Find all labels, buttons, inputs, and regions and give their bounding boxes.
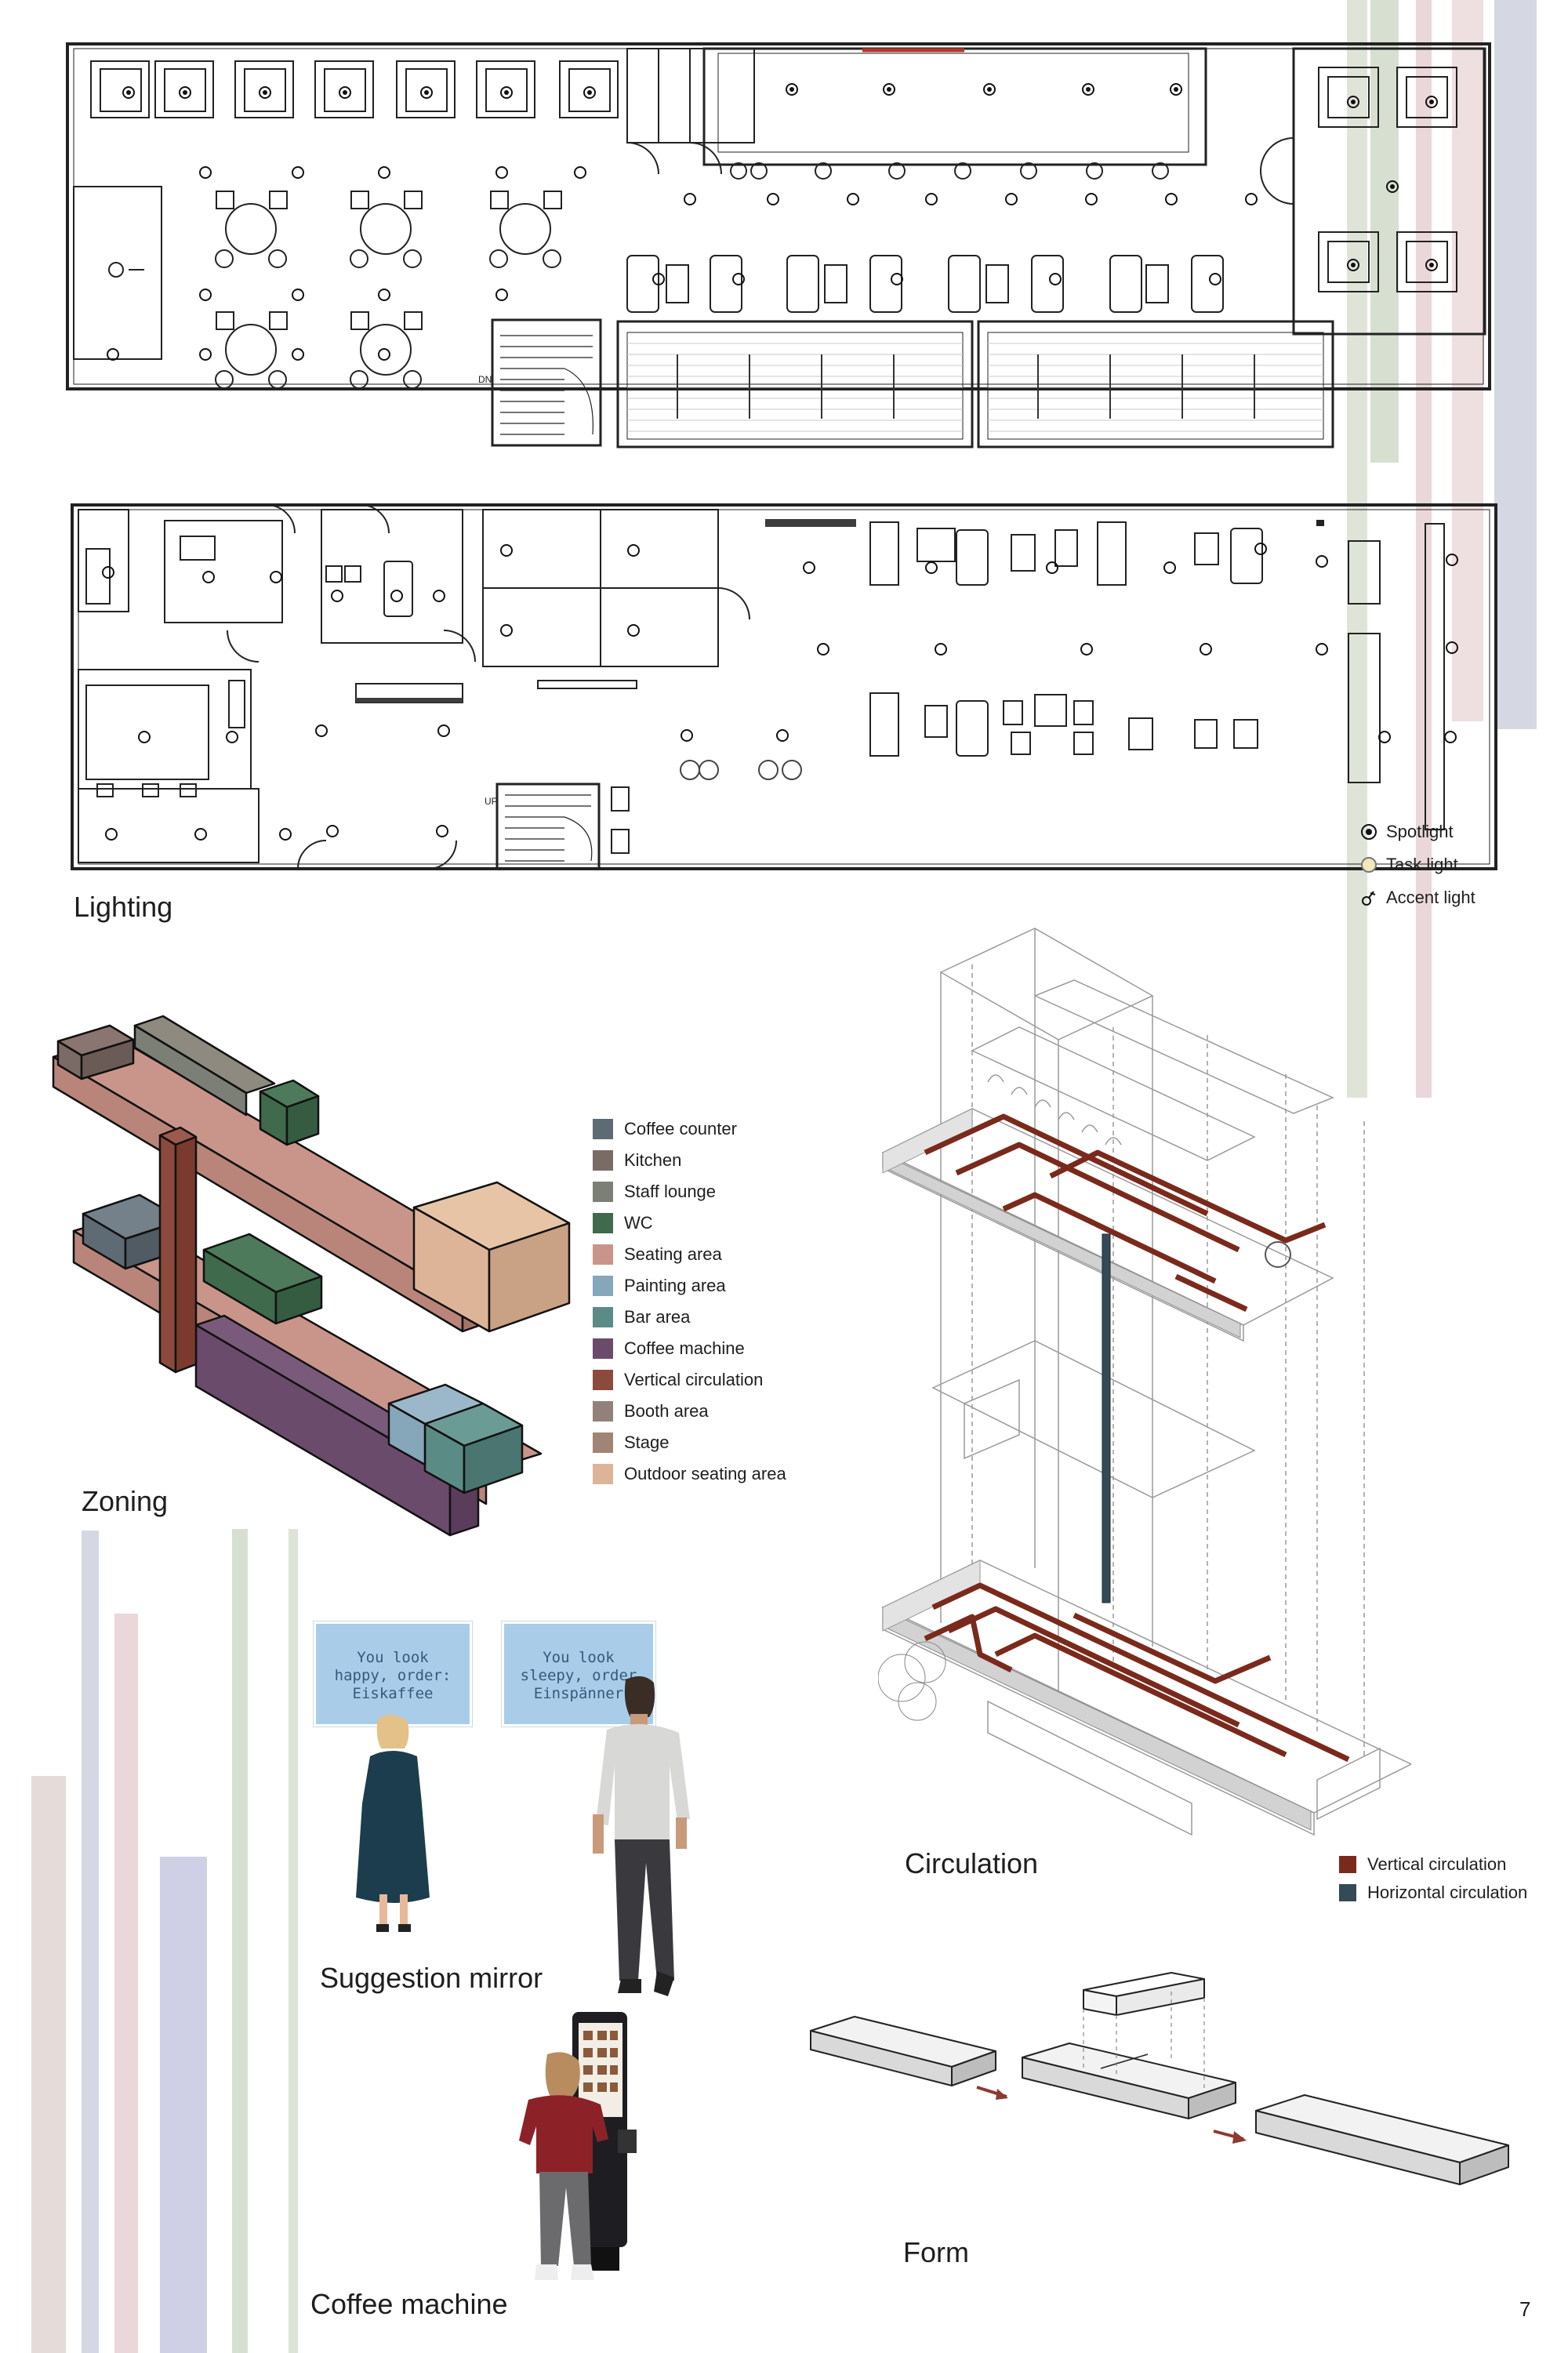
zoning-legend-label: Vertical circulation — [624, 1370, 764, 1389]
zoning-legend-item: Staff lounge — [593, 1176, 786, 1207]
zoning-swatch — [593, 1338, 613, 1359]
arrow-icon — [976, 2086, 1008, 2100]
zoning-swatch — [593, 1182, 613, 1202]
zoning-title: Zoning — [82, 1485, 169, 1517]
stripe — [1494, 0, 1537, 729]
zoning-legend-label: Seating area — [624, 1244, 722, 1264]
circulation-legend-item: Vertical circulation — [1339, 1850, 1527, 1879]
zoning-legend-label: Kitchen — [624, 1150, 682, 1170]
zoning-swatch — [593, 1370, 613, 1390]
stripe — [82, 1531, 99, 2353]
stripe — [114, 1614, 138, 2353]
zoning-legend-label: Staff lounge — [624, 1182, 717, 1201]
woman-figure — [356, 1714, 430, 1932]
spotlight-icon — [1361, 824, 1377, 840]
suggestion-mirror-panel: You look happy, order: Eiskaffee — [314, 1621, 472, 1727]
stair-label-up: UP — [485, 796, 498, 807]
stripe — [1416, 0, 1432, 1098]
stripe — [289, 1529, 298, 2353]
zoning-legend-label: WC — [624, 1213, 653, 1233]
zoning-legend-label: Stage — [624, 1432, 670, 1452]
stripe — [31, 1776, 66, 2353]
zoning-legend-item: Booth area — [593, 1396, 786, 1427]
zoning-swatch — [593, 1244, 613, 1265]
lighting-legend-label: Spotlight — [1386, 822, 1454, 841]
zoning-legend-item: Stage — [593, 1427, 786, 1458]
customer-figure — [519, 2052, 608, 2280]
stripe — [232, 1529, 248, 2353]
zoning-swatch — [593, 1307, 613, 1327]
stripe — [160, 1857, 207, 2353]
lighting-title: Lighting — [74, 891, 173, 923]
zoning-legend: Coffee counter Kitchen Staff lounge WC S… — [593, 1113, 786, 1490]
zoning-legend-item: Outdoor seating area — [593, 1458, 786, 1490]
lighting-legend-item: Accent light — [1359, 881, 1475, 914]
suggestion-mirror-title: Suggestion mirror — [320, 1962, 543, 1994]
zoning-legend-item: Coffee machine — [593, 1333, 786, 1364]
lighting-legend-item: Spotlight — [1359, 815, 1475, 848]
zoning-legend-item: Coffee counter — [593, 1113, 786, 1145]
zoning-legend-label: Bar area — [624, 1307, 691, 1327]
zoning-legend-item: Kitchen — [593, 1145, 786, 1176]
zoning-legend-label: Outdoor seating area — [624, 1464, 786, 1483]
circulation-diagram — [878, 928, 1411, 1836]
zoning-legend-item: Vertical circulation — [593, 1364, 786, 1396]
coffee-machine-title: Coffee machine — [310, 2288, 508, 2320]
lighting-legend-item: Task light — [1359, 848, 1475, 881]
zoning-swatch — [593, 1401, 613, 1422]
task-light-icon — [1361, 857, 1377, 873]
zoning-swatch — [593, 1276, 613, 1296]
circulation-legend: Vertical circulation Horizontal circulat… — [1339, 1850, 1527, 1907]
zoning-legend-label: Coffee machine — [624, 1338, 745, 1358]
stripe — [1347, 0, 1367, 1098]
circulation-title: Circulation — [905, 1847, 1039, 1879]
zoning-legend-label: Booth area — [624, 1401, 709, 1421]
accent-light-icon — [1362, 891, 1376, 906]
zoning-legend-item: Seating area — [593, 1239, 786, 1270]
zoning-legend-label: Painting area — [624, 1276, 726, 1295]
zoning-swatch — [593, 1213, 613, 1233]
upper-floor-plan: DN — [66, 42, 1491, 448]
lighting-legend-label: Task light — [1386, 855, 1458, 874]
zoning-legend-item: Painting area — [593, 1270, 786, 1302]
zoning-legend-item: WC — [593, 1207, 786, 1239]
lower-floor-plan: UP — [71, 503, 1497, 870]
zoning-legend-item: Bar area — [593, 1302, 786, 1333]
zoning-swatch — [593, 1150, 613, 1171]
mirror-message: You look happy, order: Eiskaffee — [334, 1649, 452, 1702]
zoning-legend-label: Coffee counter — [624, 1119, 737, 1138]
arrow-icon — [1213, 2130, 1247, 2144]
circulation-swatch — [1339, 1884, 1356, 1901]
zoning-swatch — [593, 1464, 613, 1484]
zoning-diagram — [52, 1015, 571, 1537]
circulation-legend-label: Horizontal circulation — [1367, 1883, 1528, 1902]
lighting-legend: Spotlight Task light Accent light — [1359, 815, 1475, 914]
circulation-legend-item: Horizontal circulation — [1339, 1879, 1527, 1907]
page-number: 7 — [1519, 2297, 1531, 2321]
form-title: Form — [903, 2236, 969, 2268]
form-diagram — [810, 1972, 1509, 2185]
zoning-swatch — [593, 1119, 613, 1139]
circulation-swatch — [1339, 1856, 1356, 1873]
man-figure — [593, 1676, 690, 1996]
lighting-legend-label: Accent light — [1386, 888, 1475, 907]
zoning-swatch — [593, 1432, 613, 1453]
stair-label-dn: DN — [478, 374, 492, 385]
circulation-legend-label: Vertical circulation — [1367, 1854, 1507, 1874]
